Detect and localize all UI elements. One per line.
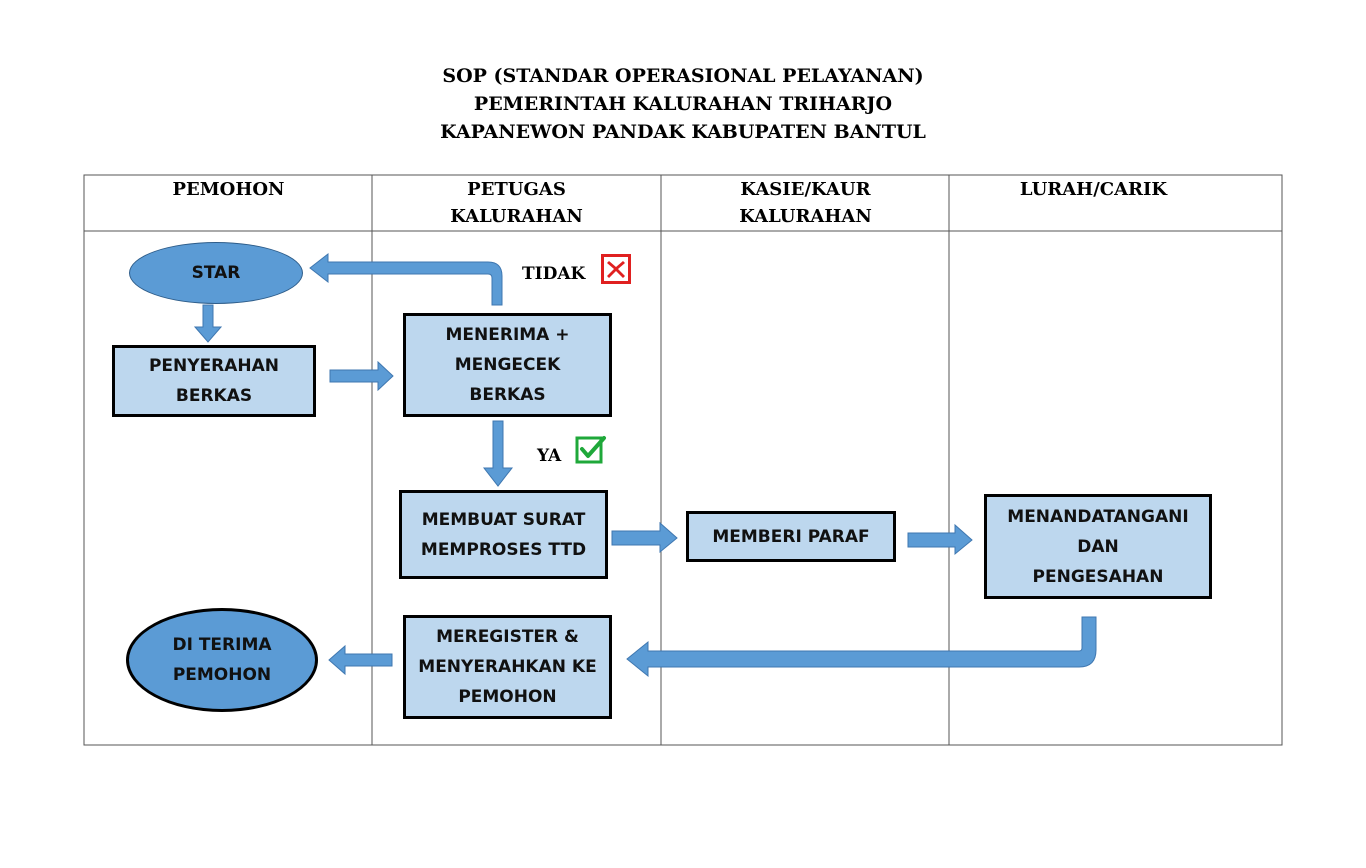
lane-header-petugas: PETUGAS KALURAHAN — [450, 179, 583, 227]
arrow-penyerahan-right — [329, 360, 394, 392]
checkmark-icon — [575, 436, 606, 464]
label-tidak: TIDAK — [522, 264, 586, 284]
label-ya: YA — [537, 446, 562, 466]
title-line-3: KAPANEWON PANDAK KABUPATEN BANTUL — [440, 121, 926, 143]
node-menerima-mengecek: MENERIMA + MENGECEK BERKAS — [403, 313, 612, 417]
node-memberi-paraf: MEMBERI PARAF — [686, 511, 896, 562]
node-membuat-surat: MEMBUAT SURAT MEMPROSES TTD — [399, 490, 608, 579]
node-diterima-pemohon: DI TERIMA PEMOHON — [126, 608, 318, 712]
lane-header-lurah: LURAH/CARIK — [1019, 179, 1168, 200]
node-start: STAR — [129, 242, 303, 304]
document-title: SOP (STANDAR OPERASIONAL PELAYANAN) PEME… — [0, 62, 1366, 146]
node-penyerahan-berkas: PENYERAHAN BERKAS — [112, 345, 316, 417]
lane-grid — [83, 174, 1283, 746]
arrow-membuat-right — [611, 521, 678, 554]
lane-header-kasie: KASIE/KAUR KALURAHAN — [739, 179, 872, 227]
arrow-back-to-meregister — [626, 616, 1097, 678]
lane-header-pemohon: PEMOHON — [172, 179, 285, 200]
arrow-meregister-left — [328, 644, 393, 676]
node-menandatangani: MENANDATANGANI DAN PENGESAHAN — [984, 494, 1212, 599]
arrow-ya-down — [482, 420, 514, 487]
title-line-2: PEMERINTAH KALURAHAN TRIHARJO — [473, 93, 893, 115]
cross-icon — [601, 254, 631, 284]
node-meregister: MEREGISTER & MENYERAHKAN KE PEMOHON — [403, 615, 612, 719]
arrow-paraf-right — [907, 523, 973, 556]
arrow-start-down — [193, 304, 223, 343]
arrow-tidak-return — [309, 252, 503, 306]
title-line-1: SOP (STANDAR OPERASIONAL PELAYANAN) — [442, 65, 924, 87]
